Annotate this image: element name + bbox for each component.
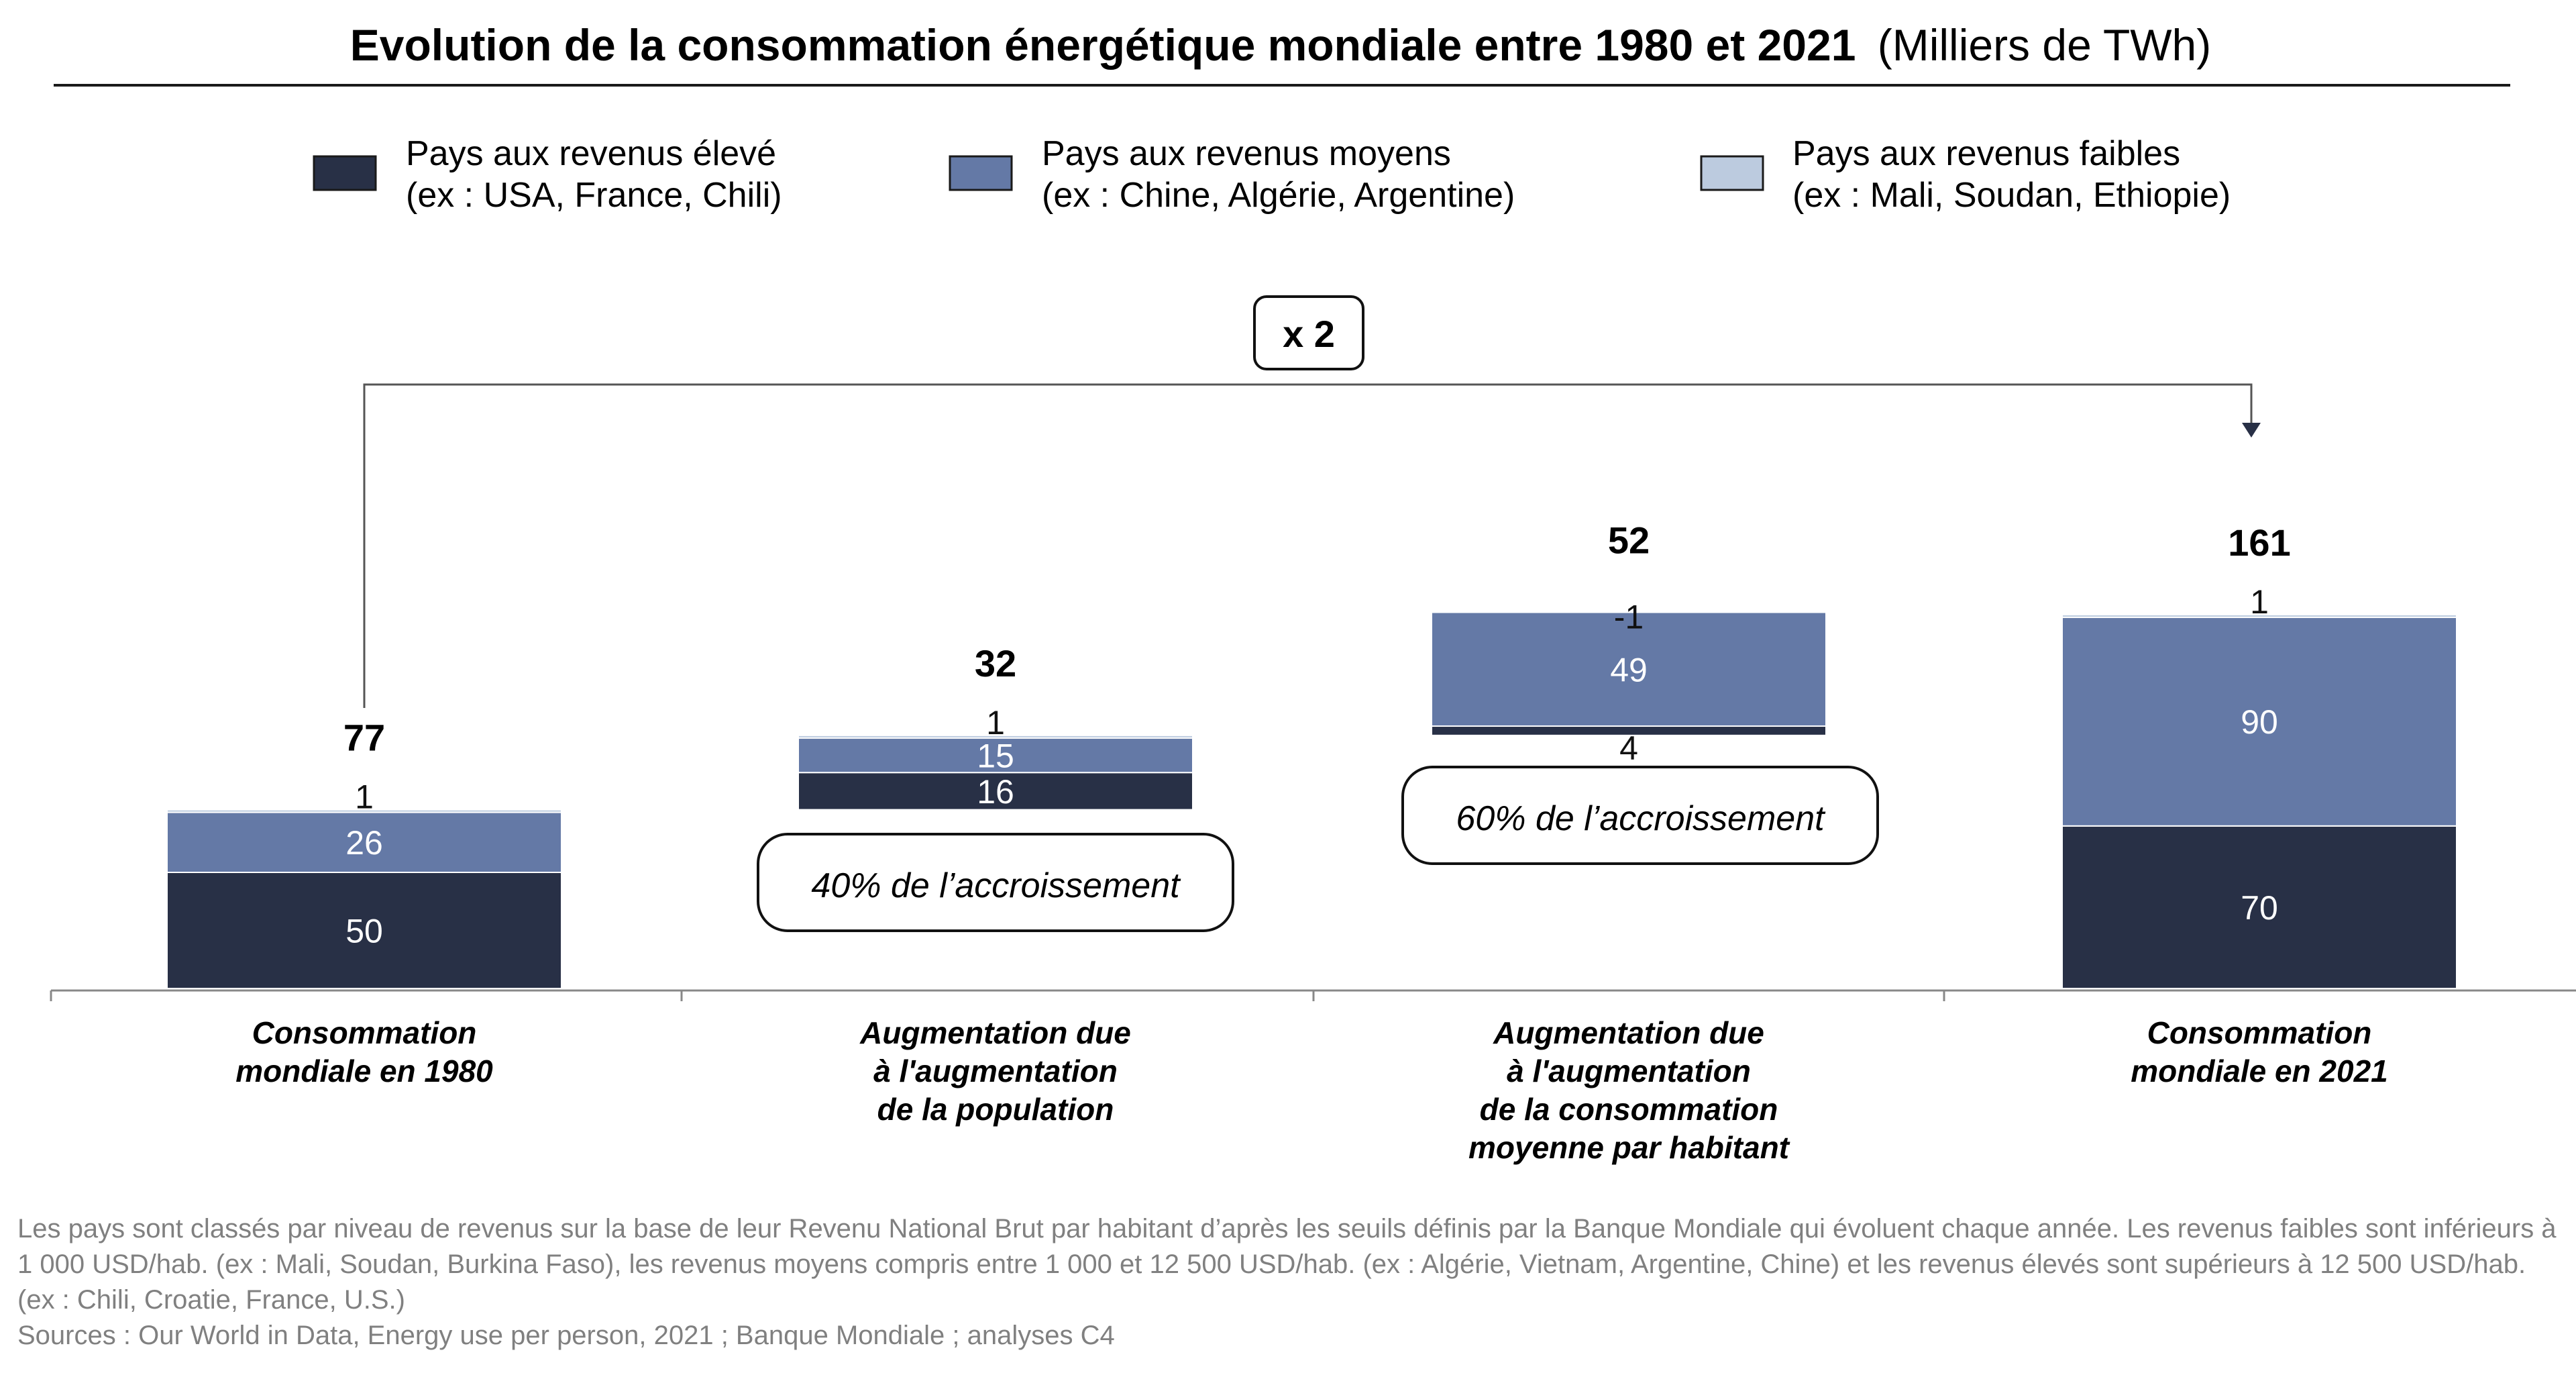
total-label-2: 32: [975, 642, 1016, 684]
bar-segment-high-2: [798, 772, 1193, 811]
chart-title-unit: (Milliers de TWh): [1878, 20, 2211, 70]
waterfall-chart: Evolution de la consommation énergétique…: [50, 20, 2576, 1165]
legend-example-mid: (ex : Chine, Algérie, Argentine): [1042, 176, 1515, 215]
segment-label-high-4: 70: [2241, 889, 2278, 927]
category-label-1: Consommation mondiale en 1980: [235, 1015, 493, 1088]
segment-label-low-3: -1: [1614, 598, 1644, 635]
category-label-3-line-4: moyenne par habitant: [1468, 1130, 1790, 1165]
bar-segment-mid-2: [798, 737, 1193, 774]
bar-segment-low-1: [166, 809, 562, 813]
legend-example-high: (ex : USA, France, Chili): [406, 176, 782, 215]
category-labels-layer: Consommation mondiale en 1980 Augmentation…: [235, 1015, 2388, 1165]
legend-label-mid: Pays aux revenus moyens: [1042, 134, 1451, 173]
bar-segment-low-2: [798, 734, 1193, 739]
growth-arrow-head: [2242, 423, 2261, 438]
category-label-4: Consommation mondiale en 2021: [2131, 1015, 2388, 1088]
segment-label-high-3: 4: [1619, 729, 1638, 767]
segment-label-low-4: 1: [2250, 583, 2269, 621]
segment-label-low-2: 1: [986, 704, 1005, 742]
category-label-2-line-3: de la population: [877, 1092, 1114, 1127]
footnote: Les pays sont classés par niveau de reve…: [17, 1211, 2560, 1354]
footnote-text: Les pays sont classés par niveau de reve…: [17, 1214, 2557, 1315]
total-label-4: 161: [2228, 521, 2290, 564]
x-axis: [50, 989, 2576, 1001]
bars-layer: [166, 611, 2457, 990]
share-box-population: [757, 833, 1234, 932]
bar-segment-low-4: [2061, 613, 2457, 618]
category-label-3: Augmentation due à l'augmentation de la co…: [1468, 1015, 1790, 1165]
share-label-population: 40% de l’accroissement: [811, 866, 1181, 905]
category-label-1-line-1: Consommation: [252, 1015, 477, 1050]
category-label-2: Augmentation due à l'augmentation de la po…: [859, 1015, 1131, 1127]
share-label-consumption: 60% de l’accroissement: [1456, 799, 1826, 838]
segment-label-mid-4: 90: [2241, 703, 2278, 741]
category-label-1-line-2: mondiale en 1980: [235, 1054, 493, 1088]
chart-title-main: Evolution de la consommation énergétique…: [350, 20, 1856, 70]
share-annotation-population: 40% de l’accroissement: [757, 833, 1234, 932]
legend-label-high: Pays aux revenus élevé: [406, 134, 776, 173]
legend-label-low: Pays aux revenus faibles: [1792, 134, 2180, 173]
segment-label-mid-3: 49: [1610, 651, 1648, 689]
bar-segment-high-1: [166, 872, 562, 989]
legend: Pays aux revenus élevé (ex : USA, France…: [313, 134, 2231, 215]
bar-segment-high-4: [2061, 825, 2457, 990]
legend-example-low: (ex : Mali, Soudan, Ethiopie): [1792, 176, 2231, 215]
multiplier-label: x 2: [1283, 313, 1335, 355]
footnote-sources: Sources : Our World in Data, Energy use …: [17, 1321, 1115, 1350]
category-label-3-line-1: Augmentation due: [1493, 1015, 1764, 1050]
chart-title: Evolution de la consommation énergétique…: [350, 20, 2211, 70]
share-box-consumption: [1401, 766, 1879, 865]
segment-label-low-1: 1: [355, 778, 374, 816]
category-label-3-line-3: de la consommation: [1480, 1092, 1778, 1127]
segment-label-mid-1: 26: [345, 824, 383, 862]
segment-label-mid-2: 15: [977, 737, 1014, 774]
total-label-1: 77: [343, 717, 385, 759]
growth-connector: x 2: [363, 295, 2261, 708]
category-label-2-line-1: Augmentation due: [859, 1015, 1131, 1050]
totals-layer: 77 32 52 161: [343, 519, 2291, 758]
category-label-2-line-2: à l'augmentation: [873, 1054, 1118, 1088]
legend-swatch-high: [313, 155, 377, 191]
share-annotation-consumption: 60% de l’accroissement: [1401, 766, 1879, 865]
total-label-3: 52: [1608, 519, 1650, 561]
bar-segment-mid-1: [166, 811, 562, 874]
segment-label-high-1: 50: [345, 913, 383, 950]
segment-label-high-2: 16: [977, 773, 1014, 811]
legend-swatch-mid: [949, 155, 1013, 191]
multiplier-box: [1253, 295, 1364, 370]
category-label-3-line-2: à l'augmentation: [1507, 1054, 1751, 1088]
category-label-4-line-2: mondiale en 2021: [2131, 1054, 2388, 1088]
bar-segment-mid-4: [2061, 616, 2457, 827]
category-label-4-line-1: Consommation: [2147, 1015, 2372, 1050]
legend-swatch-low: [1700, 155, 1764, 191]
bar-segment-mid-3: [1431, 611, 1827, 727]
growth-connector-line: [363, 383, 2253, 708]
